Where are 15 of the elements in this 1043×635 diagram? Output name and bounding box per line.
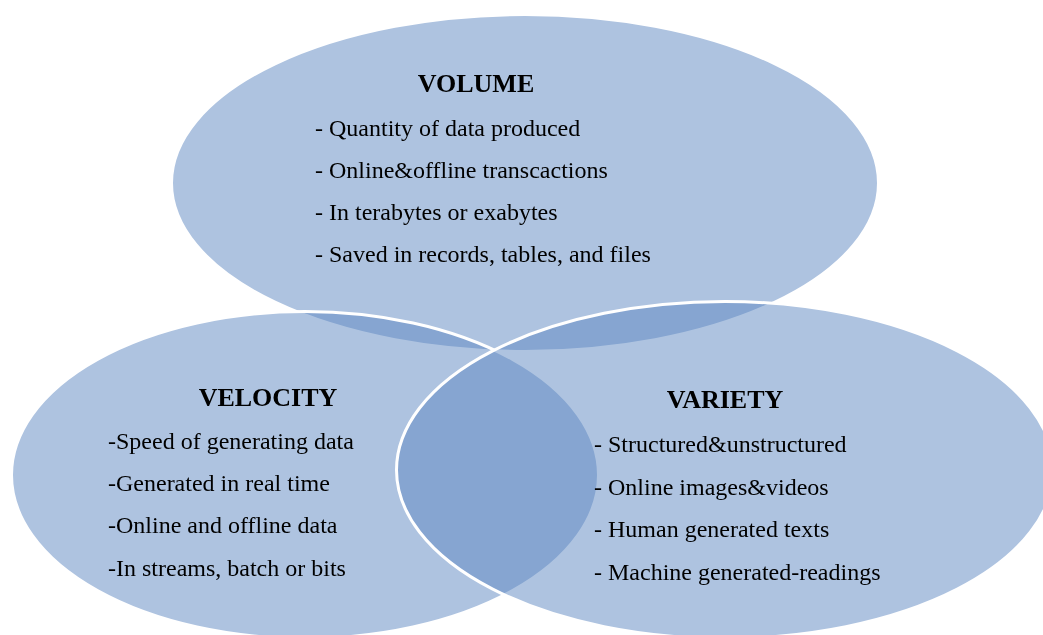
bullet-text: - Saved in records, tables, and files bbox=[315, 240, 651, 268]
bullet-text: -Speed of generating data bbox=[108, 427, 354, 455]
bullet-text: -Online and offline data bbox=[108, 511, 338, 539]
bullet-text: - In terabytes or exabytes bbox=[315, 198, 558, 226]
bullet-text: - Human generated texts bbox=[594, 515, 830, 543]
bullet-text: - Quantity of data produced bbox=[315, 114, 581, 142]
heading: VARIETY bbox=[666, 386, 784, 414]
bullet-text: - Online images&videos bbox=[594, 473, 829, 501]
bullet-text: - Online&offline transcactions bbox=[315, 156, 608, 184]
bullet-text: - Machine generated-readings bbox=[594, 558, 881, 586]
bullet-text: -Generated in real time bbox=[108, 469, 330, 497]
heading: VOLUME bbox=[417, 70, 535, 98]
bullet-text: - Structured&unstructured bbox=[594, 430, 847, 458]
heading: VELOCITY bbox=[198, 384, 338, 412]
bullet-text: -In streams, batch or bits bbox=[108, 554, 346, 582]
